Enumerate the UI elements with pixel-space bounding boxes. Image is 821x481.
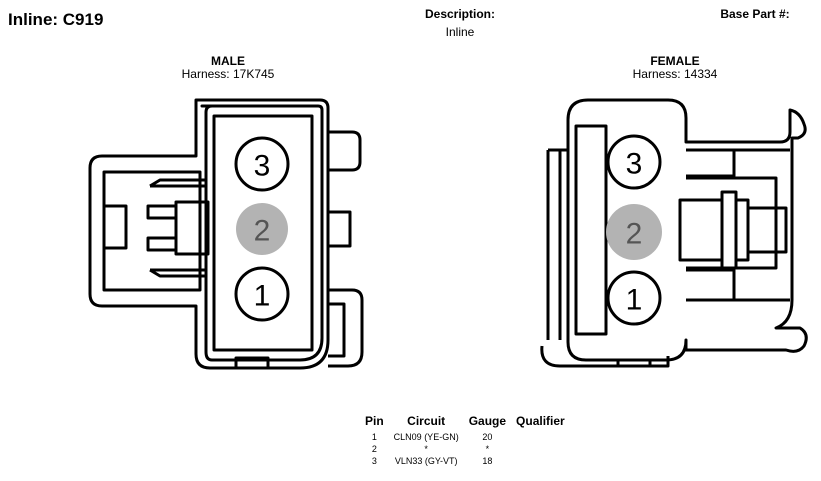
pin-table-header: Qualifier — [516, 414, 565, 428]
pin-table-header-row: Pin Circuit Gauge Qualifier — [360, 414, 570, 431]
pin-cell: 2 — [371, 444, 377, 454]
base-part-label: Base Part #: — [720, 7, 790, 21]
circuit-cell: * — [424, 444, 428, 454]
gauge-cell: 20 — [482, 432, 493, 442]
qualifier-cell — [511, 431, 570, 443]
pin-table: Pin Circuit Gauge Qualifier 1 CLN09 (YE-… — [360, 414, 570, 467]
male-pin-2-label: 2 — [254, 215, 271, 248]
pin-cell: 1 — [371, 432, 377, 442]
male-pin-3-label: 3 — [254, 150, 271, 183]
female-connector-title: FEMALE — [650, 54, 700, 68]
female-pin-2-label: 2 — [626, 218, 643, 251]
female-pin-1-label: 1 — [626, 284, 643, 317]
table-row: 3 VLN33 (GY-VT) 18 — [360, 455, 570, 467]
pin-table-header: Circuit — [407, 414, 446, 428]
page-title: Inline: C919 — [8, 10, 104, 29]
gauge-cell: 18 — [482, 456, 493, 466]
male-connector-title: MALE — [211, 54, 245, 68]
table-row: 1 CLN09 (YE-GN) 20 — [360, 431, 570, 443]
male-pin-1-label: 1 — [254, 280, 271, 313]
male-harness-label: Harness: 17K745 — [181, 67, 275, 81]
pin-table-header: Gauge — [468, 414, 507, 428]
table-row: 2 * * — [360, 443, 570, 455]
qualifier-cell — [511, 455, 570, 467]
pin-table-header: Pin — [365, 414, 384, 428]
qualifier-cell — [511, 443, 570, 455]
circuit-cell: VLN33 (GY-VT) — [394, 456, 458, 466]
circuit-cell: CLN09 (YE-GN) — [393, 432, 459, 442]
pin-cell: 3 — [371, 456, 377, 466]
female-harness-label: Harness: 14334 — [632, 67, 718, 81]
female-pin-3-label: 3 — [626, 148, 643, 181]
description-label: Description: — [424, 7, 495, 21]
description-value: Inline — [445, 25, 475, 39]
gauge-cell: * — [485, 444, 490, 454]
